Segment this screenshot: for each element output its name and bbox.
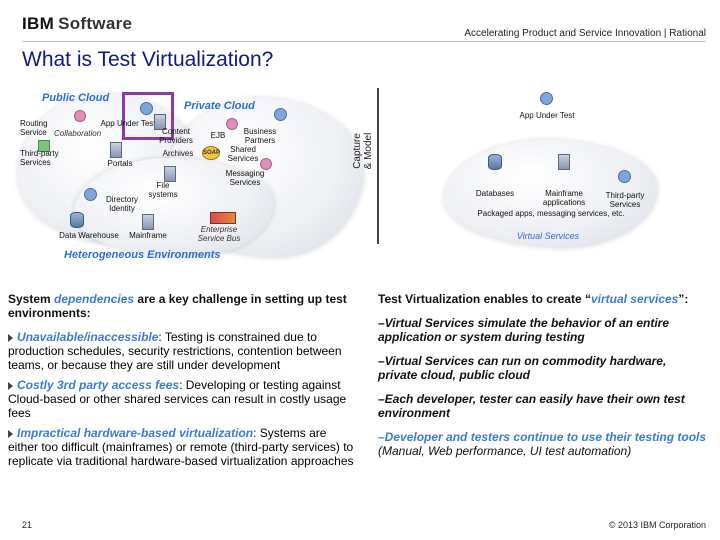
third-party-services-label: Third-party Services <box>20 149 59 167</box>
brand-software: Software <box>58 14 133 33</box>
lead-text-2: ”: <box>678 292 689 306</box>
app-under-test-icon <box>140 102 153 115</box>
virtual-services-cloud <box>444 140 658 248</box>
mainframe-label: Mainframe <box>129 231 167 240</box>
content-providers-icon <box>154 114 166 130</box>
app-under-test-highlight <box>122 92 174 140</box>
bullet-arrow-icon <box>8 333 13 342</box>
virtualization-lead: Test Virtualization enables to create “v… <box>378 292 708 306</box>
enterprise-service-bus-icon <box>210 212 236 224</box>
point-text: : Testing is constrained due to producti… <box>8 330 342 372</box>
directory-identity-label: Directory Identity <box>105 195 138 213</box>
virtualization-point-3: –Each developer, tester can easily have … <box>378 392 685 420</box>
app-under-test-label: App Under Test <box>519 111 575 120</box>
point-costly: Costly 3rd party access fees: Developing… <box>8 378 358 420</box>
mainframe-icon <box>142 214 154 230</box>
page-title: What is Test Virtualization? <box>22 48 274 71</box>
databases-icon <box>488 154 502 170</box>
bullet-arrow-icon <box>8 381 13 390</box>
portals-icon <box>110 142 122 158</box>
capture-label-line2: & Model <box>363 132 374 170</box>
point-unavailable: Unavailable/inaccessible: Testing is con… <box>8 330 358 372</box>
capture-and-model-label: Capture & Model <box>352 106 378 196</box>
ejb-icon <box>226 118 238 130</box>
bullet-arrow-icon <box>8 429 13 438</box>
lead-text-1: Test Virtualization enables to create “ <box>378 292 591 306</box>
point-text: : Systems are either too difficult (main… <box>8 426 354 468</box>
point-text: (Manual, Web performance, UI test automa… <box>378 444 632 458</box>
virtualization-point-1: –Virtual Services simulate the behavior … <box>378 316 669 344</box>
data-warehouse-label: Data Warehouse <box>59 231 119 240</box>
dependencies-lead: System dependencies are a key challenge … <box>8 292 358 320</box>
third-party-services-label: Third-party Services <box>605 191 645 209</box>
virtual-services-diagram: App Under Test Databases Mainframe appli… <box>380 88 710 258</box>
point-emphasis: –Developer and testers continue to use t… <box>378 430 707 444</box>
virtualization-text: Test Virtualization enables to create “v… <box>378 292 708 458</box>
copyright-notice: © 2013 IBM Corporation <box>608 520 706 530</box>
app-under-test-label: App Under Test <box>100 119 156 128</box>
file-systems-icon <box>164 166 176 182</box>
heterogeneous-environments-label: Heterogeneous Environments <box>64 249 221 261</box>
capture-divider-line <box>377 88 379 244</box>
capture-label-line1: Capture <box>352 133 363 169</box>
business-partners-label: Business Partners <box>243 127 277 145</box>
point-impractical: Impractical hardware-based virtualizatio… <box>8 426 358 468</box>
file-systems-label: File systems <box>148 181 178 199</box>
data-warehouse-icon <box>70 212 84 228</box>
point-emphasis: Costly 3rd party access fees <box>17 378 180 392</box>
virtualization-point-2: –Virtual Services can run on commodity h… <box>378 354 667 382</box>
packaged-apps-label: Packaged apps, messaging services, etc. <box>477 209 625 218</box>
third-party-services-icon <box>38 140 50 152</box>
routing-service-label: Routing Service <box>20 119 48 137</box>
soap-icon: SOAP <box>202 146 220 160</box>
private-cloud-label: Private Cloud <box>184 100 255 112</box>
lead-highlight: dependencies <box>54 292 135 306</box>
lead-text-2: are a key challenge in setting up test e… <box>8 292 347 320</box>
page-number: 21 <box>22 520 33 530</box>
environment-diagram: Public Cloud Private Cloud Routing Servi… <box>14 88 366 260</box>
routing-service-icon <box>74 110 86 122</box>
brand-ibm: IBM <box>22 14 55 33</box>
header-divider <box>22 41 706 42</box>
header-tagline: Accelerating Product and Service Innovat… <box>464 28 706 39</box>
ejb-label: EJB <box>210 131 226 140</box>
mainframe-applications-label: Mainframe applications <box>542 189 586 207</box>
mainframe-applications-icon <box>558 154 570 170</box>
messaging-services-icon <box>260 158 272 170</box>
point-emphasis: Impractical hardware-based virtualizatio… <box>17 426 254 440</box>
archives-label: Archives <box>162 149 194 158</box>
point-text: : Developing or testing against Cloud-ba… <box>8 378 347 420</box>
public-cloud-label: Public Cloud <box>42 92 110 104</box>
app-under-test-icon <box>540 92 553 105</box>
enterprise-service-bus-label: Enterprise Service Bus <box>197 225 241 243</box>
portals-label: Portals <box>107 159 133 168</box>
virtualization-point-4: –Developer and testers continue to use t… <box>378 430 708 458</box>
directory-identity-icon <box>84 188 97 201</box>
virtual-services-label: Virtual Services <box>516 231 580 241</box>
point-emphasis: Unavailable/inaccessible <box>17 330 159 344</box>
dependencies-text: System dependencies are a key challenge … <box>8 292 358 468</box>
content-providers-label: Content Providers <box>159 127 193 145</box>
third-party-services-icon <box>618 170 631 183</box>
business-partners-icon <box>274 108 287 121</box>
shared-services-label: Shared Services <box>227 145 259 163</box>
lead-highlight: virtual services <box>590 292 679 306</box>
databases-label: Databases <box>475 189 515 198</box>
lead-text-1: System <box>8 292 55 306</box>
collaboration-label: Collaboration <box>54 129 102 138</box>
messaging-services-label: Messaging Services <box>225 169 265 187</box>
